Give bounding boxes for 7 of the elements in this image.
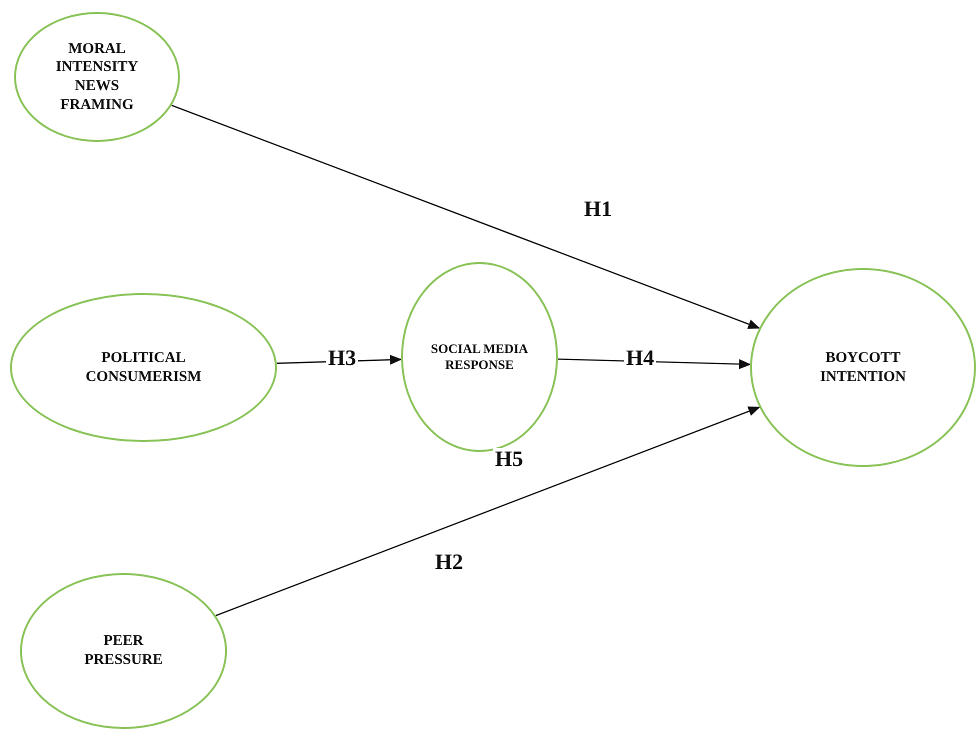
construct-name: BOYCOTT INTENTION	[819, 348, 907, 386]
arrow	[171, 104, 760, 329]
construct-name: PEER PRESSURE	[83, 632, 164, 670]
arrow	[216, 406, 760, 616]
construct-name: SOCIAL MEDIA RESPONSE	[430, 340, 530, 374]
construct-name: POLITICAL CONSUMERISM	[84, 348, 202, 386]
construct-name: MORAL INTENSITY NEWS FRAMING	[54, 40, 140, 114]
